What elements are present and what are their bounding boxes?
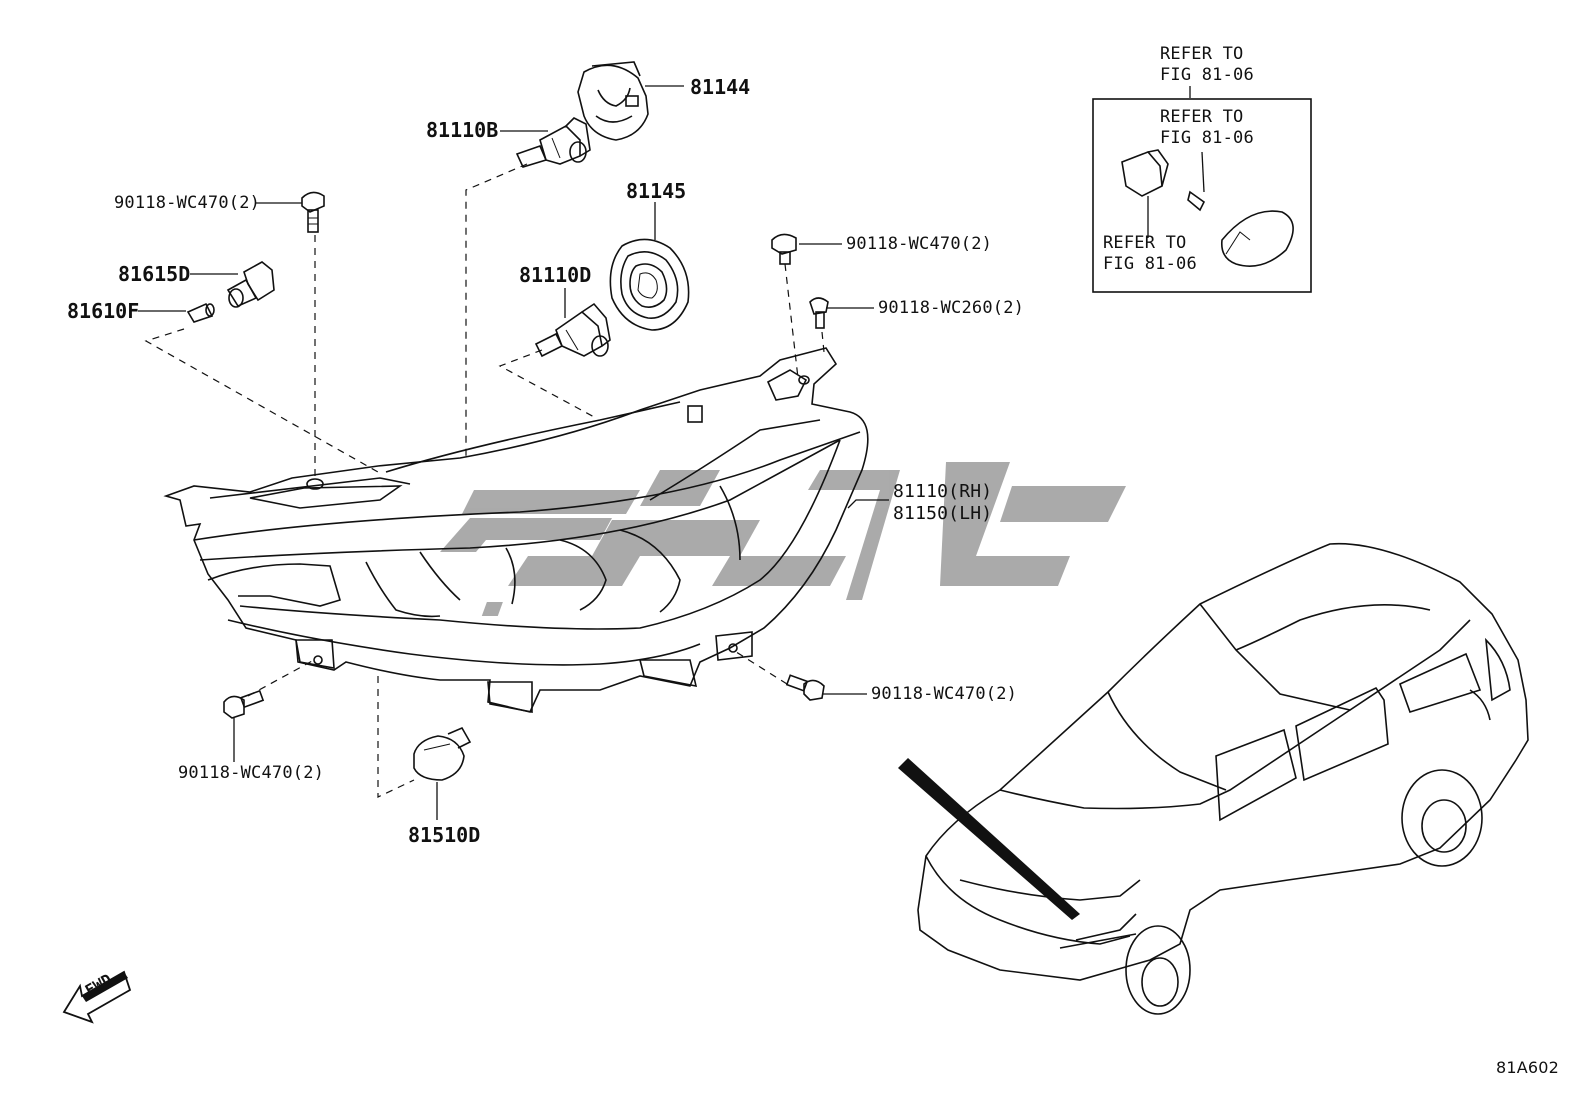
label-81510D: 81510D [408, 823, 481, 847]
leader-lines [138, 85, 1191, 820]
headlamp-assembly [163, 347, 869, 713]
label-90118-wc470-top-left: 90118-WC470(2) [114, 193, 261, 213]
refer-top-line2: FIG 81-06 [1160, 65, 1254, 85]
label-81110-rh: 81110(RH) [893, 481, 993, 502]
vehicle-silhouette [898, 542, 1529, 1015]
refer-left-line2: FIG 81-06 [1103, 254, 1197, 274]
label-81615D: 81615D [118, 262, 191, 286]
bulb-81110B [515, 117, 591, 168]
socket-81615D [226, 261, 275, 308]
fwd-arrow-icon [62, 970, 132, 1024]
refer-mid-line2: FIG 81-06 [1160, 128, 1254, 148]
label-81144: 81144 [690, 75, 751, 99]
clip-wc260 [809, 297, 829, 329]
label-81150-lh: 81150(LH) [893, 503, 993, 524]
bulb-81110D [534, 302, 611, 358]
label-81110D: 81110D [519, 263, 592, 287]
label-90118-wc470-bottom-left: 90118-WC470(2) [178, 763, 325, 783]
watermark-logo [440, 462, 1126, 616]
socket-cover-81144 [577, 61, 649, 141]
refer-top-line1: REFER TO [1160, 44, 1244, 64]
label-81610F: 81610F [67, 299, 140, 323]
bolt-bottom-left [223, 689, 265, 719]
refer-box [1092, 98, 1312, 293]
label-81110B: 81110B [426, 118, 499, 142]
refer-left-line1: REFER TO [1103, 233, 1187, 253]
bolt-bottom-right [785, 674, 825, 701]
label-90118-wc260: 90118-WC260(2) [878, 298, 1025, 318]
bolt-top-right [771, 233, 797, 265]
location-pointer [898, 758, 1080, 920]
bolt-top-left [301, 191, 325, 233]
dashed-assembly-lines [144, 163, 825, 798]
label-90118-wc470-top-right: 90118-WC470(2) [846, 234, 993, 254]
label-90118-wc470-bottom-right: 90118-WC470(2) [871, 684, 1018, 704]
refer-mid-line1: REFER TO [1160, 107, 1244, 127]
bulb-81510D [413, 726, 472, 781]
label-81145: 81145 [626, 179, 687, 203]
bulb-81610F [186, 302, 215, 323]
seal-81145 [609, 238, 690, 331]
figure-code: 81A602 [1496, 1058, 1560, 1077]
